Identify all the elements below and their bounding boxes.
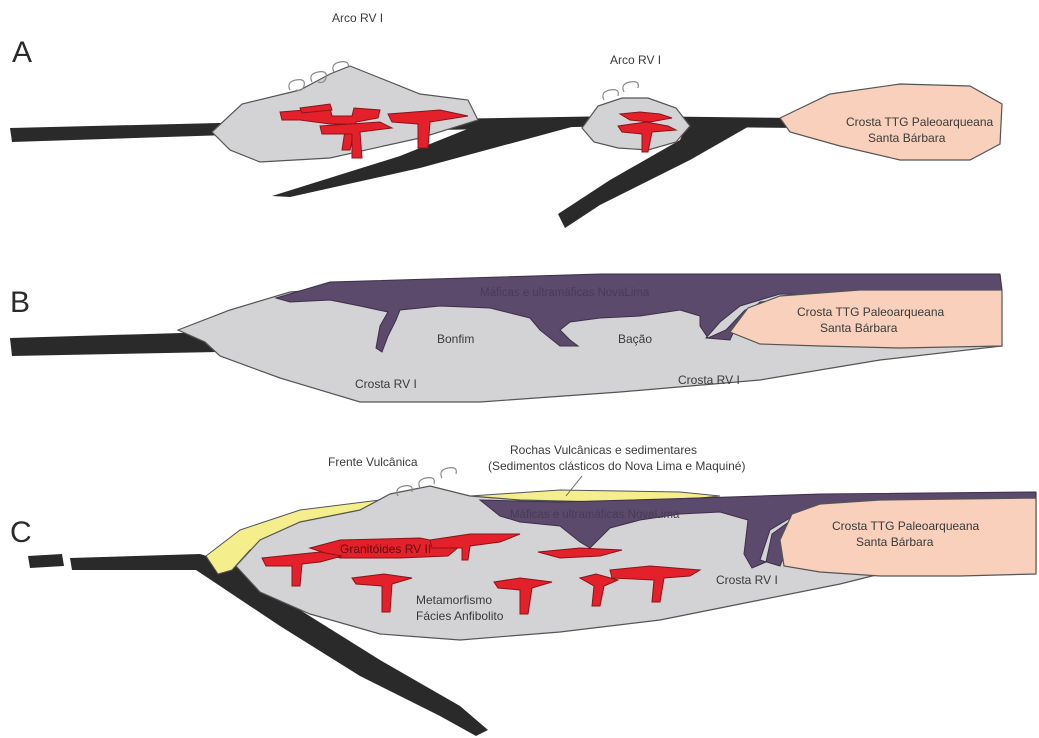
panel-a-ttg-label-line2: Santa Bárbara <box>868 131 946 145</box>
panel-c-metamorphism-label-line2: Fácies Anfibolito <box>416 609 504 623</box>
panel-a-ttg-label-line1: Crosta TTG Paleoarqueana <box>846 115 994 129</box>
panel-c-letter: C <box>10 516 32 549</box>
panel-c-sediment-label-line2: (Sedimentos clásticos do Nova Lima e Maq… <box>488 459 745 473</box>
panel-c-crust-label: Crosta RV I <box>716 573 778 587</box>
panel-c-ttg-label-line1: Crosta TTG Paleoarqueana <box>832 519 980 533</box>
panel-a-arc-1-label: Arco RV I <box>332 11 383 25</box>
panel-c: C Fr <box>10 443 1036 736</box>
panel-b-letter: B <box>10 286 30 319</box>
panel-c-metamorphism-label-line1: Metamorfismo <box>416 593 492 607</box>
panel-c-sediment-label-line1: Rochas Vulcânicas e sedimentares <box>510 443 697 457</box>
panel-b-ttg-label-line1: Crosta TTG Paleoarqueana <box>797 305 945 319</box>
panel-c-ttg-label-line2: Santa Bárbara <box>856 535 934 549</box>
panel-c-volcanic-front-label: Frente Vulcânica <box>328 455 418 469</box>
panel-b-bonfim-label: Bonfim <box>437 332 474 346</box>
panel-b-mafic-label: Máficas e ultramáficas NovaLima <box>480 287 650 299</box>
panel-b-ttg-label-line2: Santa Bárbara <box>820 321 898 335</box>
panel-c-granitoid-label: Granitóides RV II <box>340 542 431 556</box>
panel-a: A Arco RV I <box>10 11 1002 228</box>
panel-a-arc-2-smoke <box>603 82 638 100</box>
panel-c-mafic-label: Máficas e ultramáficas NovaLima <box>510 509 680 521</box>
panel-b-bacao-label: Bação <box>618 332 652 346</box>
panel-c-plate-stub <box>28 554 64 568</box>
panel-a-letter: A <box>12 36 32 69</box>
panel-b-crust-label-2: Crosta RV I <box>678 373 740 387</box>
panel-b-crust-label-1: Crosta RV I <box>355 377 417 391</box>
panel-a-arc-2-label: Arco RV I <box>610 53 661 67</box>
panel-b-plate <box>10 332 218 356</box>
panel-b: B Máficas e ultramáficas NovaLima Bonfim… <box>10 274 1002 402</box>
